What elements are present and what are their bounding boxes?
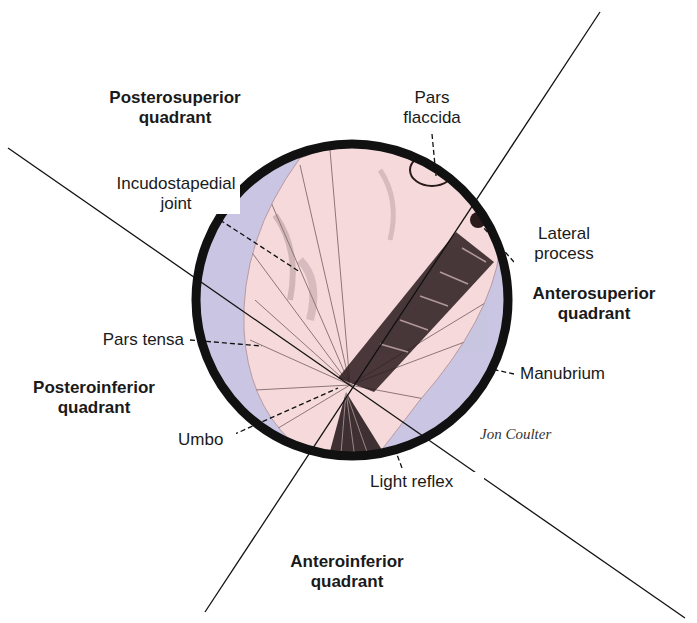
leader-line <box>220 220 300 272</box>
part-label: Umbo <box>176 430 236 450</box>
leader-line <box>482 226 514 262</box>
quadrant-label: Anteroinferior quadrant <box>262 552 432 592</box>
leader-line <box>396 452 402 468</box>
leader-line <box>226 388 338 438</box>
manubrium-band <box>338 232 494 392</box>
quadrant-label: Posteroinferior quadrant <box>10 378 178 418</box>
part-label: Pars flaccida <box>392 88 472 128</box>
part-label: Manubrium <box>518 364 638 384</box>
part-label: Incudostapedial joint <box>112 174 240 214</box>
quadrant-label: Posterosuperior quadrant <box>100 88 250 128</box>
part-label: Pars tensa <box>72 330 186 350</box>
leader-line <box>496 370 514 374</box>
part-label: Light reflex <box>368 472 484 492</box>
part-label: Lateral process <box>514 224 614 264</box>
quadrant-label: Anterosuperior quadrant <box>518 284 670 324</box>
quadrant-axis <box>8 148 685 618</box>
annulus-ring <box>196 144 508 456</box>
leader-line <box>432 134 436 176</box>
leader-line <box>190 340 262 346</box>
artist-signature: Jon Coulter <box>478 424 578 444</box>
